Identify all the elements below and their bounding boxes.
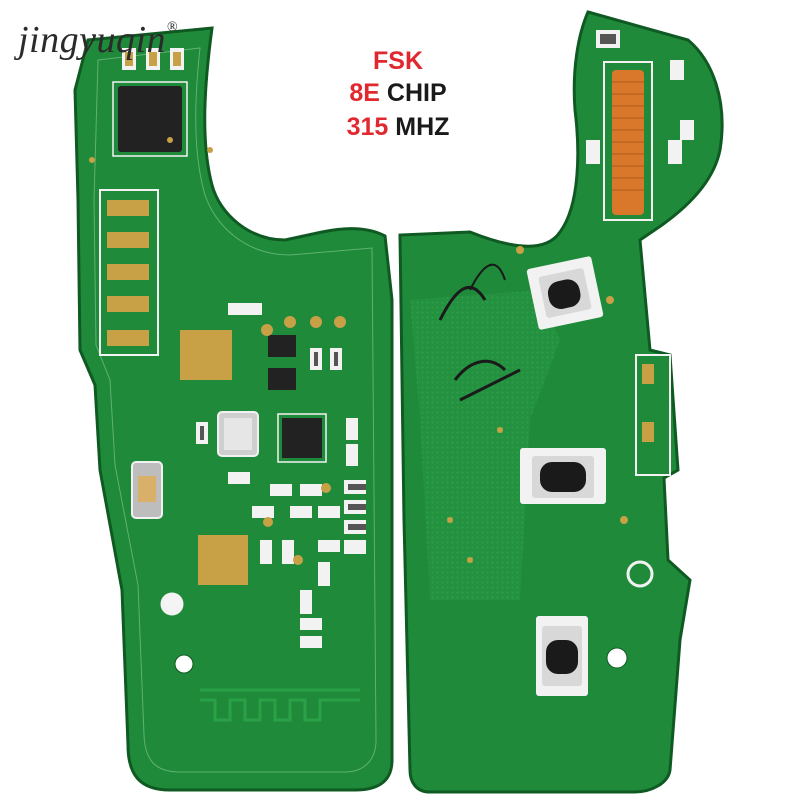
left-qfn-chip — [118, 86, 182, 152]
spec-frequency: 315 MHZ — [318, 112, 478, 142]
brand-watermark: jingyuqin® — [18, 18, 178, 62]
left-pcb-board — [73, 26, 394, 792]
left-gold-contacts — [99, 189, 159, 356]
left-gold-pad-top — [180, 330, 232, 380]
spec-frequency-value: 315 — [346, 113, 389, 141]
right-pcb-board — [398, 10, 724, 794]
left-rf-chip — [282, 418, 322, 458]
right-switch-top — [526, 256, 604, 330]
spec-chip-label: CHIP — [379, 79, 447, 107]
right-switch-middle — [520, 448, 606, 504]
spec-chip: 8E CHIP — [318, 78, 478, 108]
left-gold-pad-bottom — [198, 535, 248, 585]
left-pcb-outline — [73, 26, 394, 792]
registered-mark: ® — [167, 20, 179, 35]
spec-frequency-unit: MHZ — [388, 113, 450, 141]
spec-modulation: FSK — [373, 47, 423, 75]
right-transponder-coil — [603, 61, 653, 221]
brand-name: jingyuqin — [18, 19, 167, 61]
right-switch-bottom — [536, 616, 588, 696]
spec-chip-code: 8E — [349, 79, 380, 107]
